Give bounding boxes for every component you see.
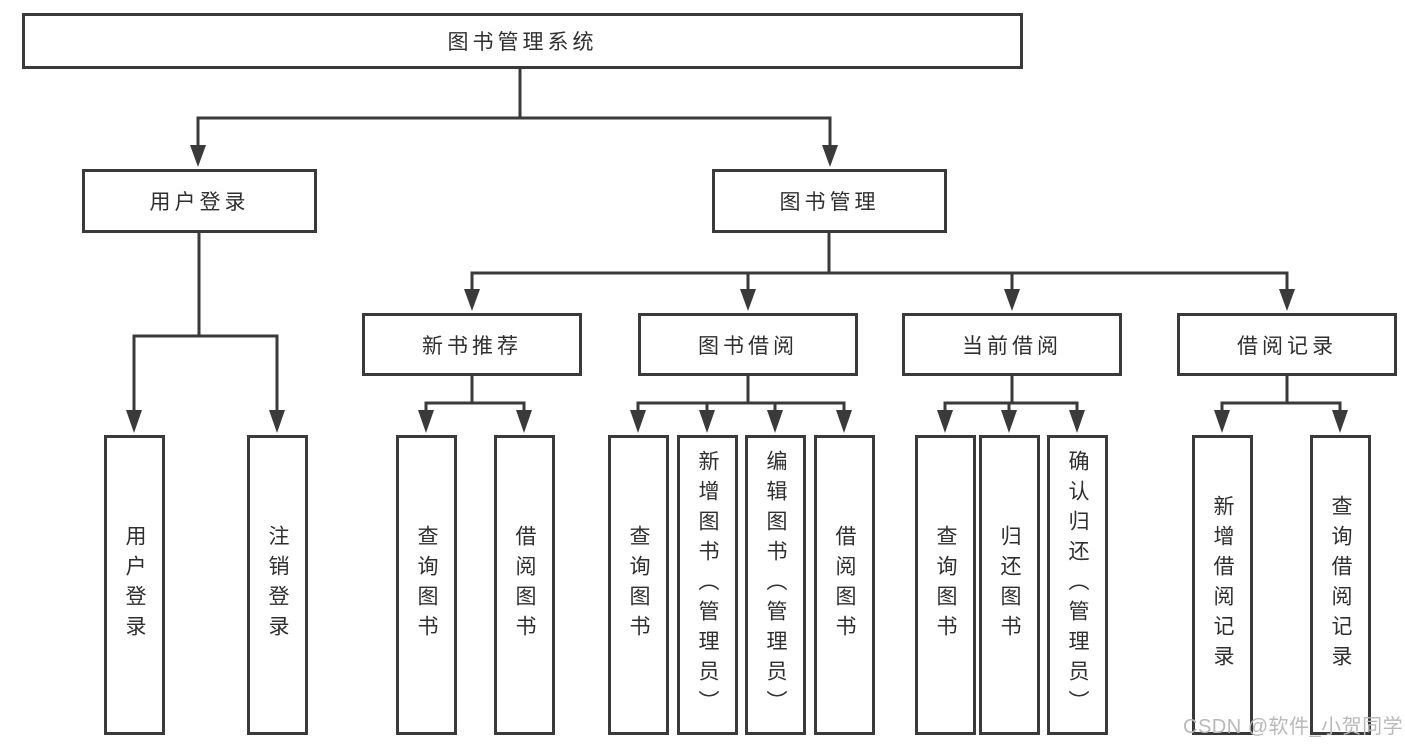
arrow-down-icon	[464, 289, 480, 311]
arrow-down-icon	[699, 410, 715, 433]
node-new-book-recommend: 新书推荐	[362, 313, 582, 376]
arrow-down-icon	[418, 410, 434, 433]
leaf-query-books-recommend: 查询图书	[396, 435, 457, 735]
leaf-return-book: 归还图书	[979, 435, 1040, 735]
arrow-down-icon	[126, 410, 142, 433]
node-label: 用户登录	[123, 525, 146, 645]
leaf-borrow-books-recommend: 借阅图书	[494, 435, 555, 735]
node-label: 注销登录	[266, 525, 289, 645]
arrow-down-icon	[1004, 289, 1020, 311]
arrow-down-icon	[630, 410, 646, 433]
node-label: 查询图书	[934, 525, 957, 645]
arrow-down-icon	[1069, 410, 1085, 433]
node-label: 确认归还（管理员）	[1066, 450, 1089, 720]
arrow-down-icon	[937, 410, 953, 433]
node-label: 归还图书	[998, 525, 1021, 645]
node-label: 编辑图书（管理员）	[764, 450, 787, 720]
leaf-query-books-borrow: 查询图书	[608, 435, 669, 735]
node-label: 借阅图书	[513, 525, 536, 645]
node-root: 图书管理系统	[22, 13, 1023, 69]
leaf-add-book-admin: 新增图书（管理员）	[677, 435, 738, 735]
arrow-down-icon	[836, 410, 852, 433]
leaf-logout: 注销登录	[247, 435, 308, 735]
node-label: 用户登录	[149, 191, 250, 214]
node-label: 借阅图书	[833, 525, 856, 645]
arrow-down-icon	[190, 145, 206, 167]
arrow-down-icon	[1332, 410, 1348, 433]
watermark: CSDN @软件_小贺同学	[1183, 716, 1404, 738]
node-book-borrow: 图书借阅	[638, 313, 858, 376]
leaf-query-borrow-record: 查询借阅记录	[1310, 435, 1371, 735]
arrowheads	[126, 145, 1348, 433]
leaf-query-books-current: 查询图书	[915, 435, 976, 735]
leaf-user-login: 用户登录	[104, 435, 165, 735]
leaf-borrow-books: 借阅图书	[814, 435, 875, 735]
connector-lines	[132, 66, 1342, 416]
node-label: 当前借阅	[962, 334, 1062, 358]
arrow-down-icon	[740, 289, 756, 311]
node-label: 借阅记录	[1237, 334, 1337, 358]
node-label: 查询图书	[415, 525, 438, 645]
node-label: 图书管理	[779, 191, 880, 214]
node-user-login: 用户登录	[82, 169, 317, 233]
node-book-management: 图书管理	[712, 169, 947, 233]
arrow-down-icon	[822, 145, 838, 167]
arrow-down-icon	[516, 410, 532, 433]
node-label: 查询图书	[627, 525, 650, 645]
leaf-confirm-return-admin: 确认归还（管理员）	[1047, 435, 1108, 735]
node-label: 图书借阅	[698, 334, 798, 358]
node-borrow-records: 借阅记录	[1177, 313, 1397, 376]
leaf-add-borrow-record: 新增借阅记录	[1192, 435, 1253, 735]
node-label: 图书管理系统	[447, 31, 598, 54]
node-current-borrow: 当前借阅	[902, 313, 1122, 376]
arrow-down-icon	[269, 410, 285, 433]
node-label: 新书推荐	[422, 334, 522, 358]
arrow-down-icon	[1214, 410, 1230, 433]
arrow-down-icon	[1279, 289, 1295, 311]
arrow-down-icon	[767, 410, 783, 433]
node-label: 新增图书（管理员）	[696, 450, 719, 720]
arrow-down-icon	[1001, 410, 1017, 433]
node-label: 查询借阅记录	[1329, 495, 1352, 675]
leaf-edit-book-admin: 编辑图书（管理员）	[745, 435, 806, 735]
node-label: 新增借阅记录	[1211, 495, 1234, 675]
